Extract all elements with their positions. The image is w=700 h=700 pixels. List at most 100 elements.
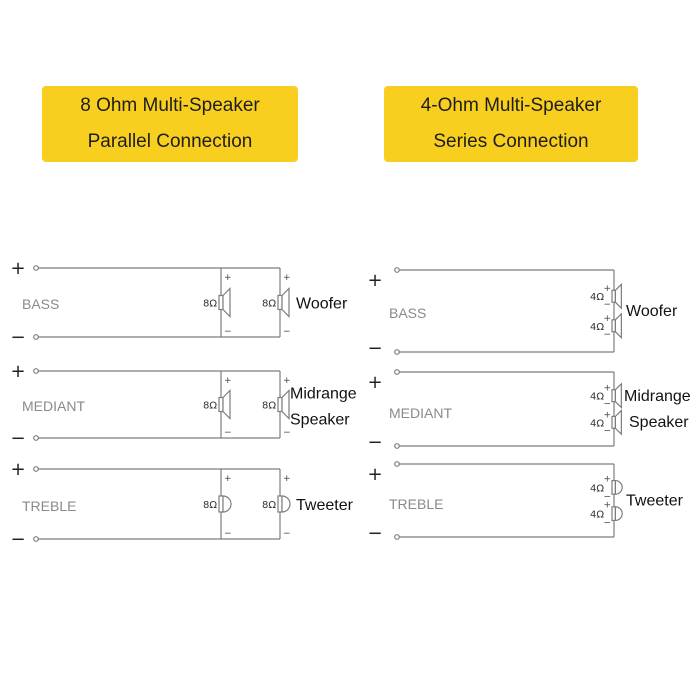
series-mediant-speaker-2-cone-icon	[611, 408, 622, 436]
parallel-treble-speaker-1-minus-mark: −	[224, 529, 232, 539]
parallel-mediant-speaker-1-cone-icon-cone	[222, 389, 231, 420]
parallel-treble-speaker-2-plus-mark: +	[283, 474, 291, 484]
parallel-mediant-speaker-1-impedance: 8Ω	[203, 401, 217, 412]
parallel-treble-speaker-2-tweeter-icon-dome	[281, 495, 291, 513]
parallel-bass-speaker-label: Woofer	[296, 296, 348, 313]
series-treble-plus-terminal	[394, 461, 400, 467]
series-mediant-speaker-1-cone-icon	[611, 382, 622, 410]
series-title-box: 4-Ohm Multi-Speaker Series Connection	[384, 86, 638, 162]
parallel-bass-plus-terminal	[33, 265, 39, 271]
parallel-treble-speaker-2-tweeter-icon	[277, 495, 291, 513]
series-treble-speaker-1-minus-mark: −	[603, 492, 611, 502]
parallel-mediant-speaker-label-2: Speaker	[290, 412, 350, 429]
parallel-mediant-speaker-2-impedance: 8Ω	[262, 401, 276, 412]
parallel-mediant-speaker-2-plus-mark: +	[283, 376, 291, 386]
parallel-title-box: 8 Ohm Multi-Speaker Parallel Connection	[42, 86, 298, 162]
series-mediant-minus-sign: −	[367, 432, 382, 453]
parallel-bass-speaker-2-cone-icon-cone	[281, 287, 290, 318]
parallel-treble-speaker-1-plus-mark: +	[224, 474, 232, 484]
series-mediant-speaker-label-1: Midrange	[624, 388, 691, 405]
series-bass-band-label: BASS	[389, 305, 426, 321]
series-mediant-speaker-2-impedance: 4Ω	[590, 418, 604, 429]
parallel-treble-minus-terminal	[33, 536, 39, 542]
series-treble-speaker-2-impedance: 4Ω	[590, 510, 604, 521]
series-bass-speaker-label: Woofer	[626, 303, 678, 320]
parallel-bass-band-label: BASS	[22, 296, 59, 312]
parallel-bass-speaker-1-cone-icon	[218, 287, 231, 318]
series-bass-speaker-1-cone-icon-cone	[614, 282, 622, 310]
parallel-treble-speaker-1-tweeter-icon-dome	[222, 495, 232, 513]
series-treble-speaker-2-minus-mark: −	[603, 519, 611, 529]
parallel-mediant-band-label: MEDIANT	[22, 398, 85, 414]
parallel-bass-plus-sign: +	[10, 258, 25, 279]
series-bass-speaker-2-cone-icon	[611, 312, 622, 340]
series-bass-minus-terminal	[394, 349, 400, 355]
series-treble-speaker-1-tweeter-icon-dome	[614, 479, 623, 495]
parallel-treble-plus-sign: +	[10, 459, 25, 480]
series-bass-plus-sign: +	[367, 270, 382, 291]
parallel-treble-speaker-1-tweeter-icon	[218, 495, 232, 513]
series-bass-speaker-2-plus-mark: +	[603, 314, 611, 324]
series-bass-speaker-1-impedance: 4Ω	[590, 292, 604, 303]
parallel-bass-speaker-2-minus-mark: −	[283, 327, 291, 337]
parallel-treble-speaker-2-impedance: 8Ω	[262, 500, 276, 511]
parallel-mediant-plus-sign: +	[10, 361, 25, 382]
parallel-bass-minus-terminal	[33, 334, 39, 340]
series-bass-speaker-1-minus-mark: −	[603, 300, 611, 310]
series-bass-speaker-2-cone-icon-cone	[614, 312, 622, 340]
series-mediant-speaker-2-cone-icon-cone	[614, 408, 622, 436]
parallel-treble-speaker-label: Tweeter	[296, 497, 354, 514]
parallel-treble-plus-terminal	[33, 466, 39, 472]
series-bass-plus-terminal	[394, 267, 400, 273]
parallel-mediant-speaker-1-minus-mark: −	[224, 428, 232, 438]
series-mediant-minus-terminal	[394, 443, 400, 449]
series-treble-speaker-2-tweeter-icon-dome	[614, 506, 623, 522]
parallel-mediant-minus-terminal	[33, 435, 39, 441]
parallel-bass-speaker-2-plus-mark: +	[283, 273, 291, 283]
parallel-bass-speaker-1-impedance: 8Ω	[203, 299, 217, 310]
series-treble-speaker-1-tweeter-icon	[611, 479, 623, 495]
parallel-mediant-speaker-1-plus-mark: +	[224, 376, 232, 386]
series-treble-minus-sign: −	[367, 523, 382, 544]
series-mediant-plus-terminal	[394, 369, 400, 375]
parallel-title-line2: Parallel Connection	[87, 131, 253, 152]
parallel-bass-minus-sign: −	[10, 327, 25, 348]
parallel-mediant-speaker-2-minus-mark: −	[283, 428, 291, 438]
series-bass-speaker-2-minus-mark: −	[603, 330, 611, 340]
series-mediant-speaker-label-2: Speaker	[629, 414, 689, 431]
series-treble-speaker-2-tweeter-icon	[611, 506, 623, 522]
series-treble-speaker-label: Tweeter	[626, 493, 684, 510]
parallel-mediant-plus-terminal	[33, 368, 39, 374]
parallel-treble-band-label: TREBLE	[22, 498, 76, 514]
series-bass-minus-sign: −	[367, 338, 382, 359]
series-bass-speaker-2-impedance: 4Ω	[590, 322, 604, 333]
series-bass-speaker-1-cone-icon	[611, 282, 622, 310]
series-mediant-speaker-1-minus-mark: −	[603, 400, 611, 410]
series-mediant-speaker-2-plus-mark: +	[603, 410, 611, 420]
parallel-bass-speaker-1-plus-mark: +	[224, 273, 232, 283]
series-mediant-speaker-1-plus-mark: +	[603, 384, 611, 394]
parallel-title-line1: 8 Ohm Multi-Speaker	[80, 95, 260, 116]
parallel-bass-speaker-2-cone-icon	[277, 287, 290, 318]
parallel-bass-speaker-2-impedance: 8Ω	[262, 299, 276, 310]
parallel-treble-minus-sign: −	[10, 529, 25, 550]
series-title-line1: 4-Ohm Multi-Speaker	[420, 95, 602, 116]
parallel-mediant-speaker-label-1: Midrange	[290, 386, 357, 403]
series-treble-plus-sign: +	[367, 464, 382, 485]
parallel-bass-speaker-1-minus-mark: −	[224, 327, 232, 337]
parallel-mediant-speaker-2-cone-icon-cone	[281, 389, 290, 420]
series-treble-speaker-1-impedance: 4Ω	[590, 483, 604, 494]
series-mediant-speaker-1-impedance: 4Ω	[590, 392, 604, 403]
series-treble-speaker-1-plus-mark: +	[603, 474, 611, 484]
parallel-mediant-speaker-2-cone-icon	[277, 389, 290, 420]
series-mediant-band-label: MEDIANT	[389, 405, 452, 421]
series-bass-speaker-1-plus-mark: +	[603, 284, 611, 294]
parallel-bass-speaker-1-cone-icon-cone	[222, 287, 231, 318]
series-title-line2: Series Connection	[433, 131, 589, 152]
parallel-treble-speaker-2-minus-mark: −	[283, 529, 291, 539]
series-mediant-speaker-2-minus-mark: −	[603, 426, 611, 436]
parallel-mediant-minus-sign: −	[10, 428, 25, 449]
parallel-mediant-speaker-1-cone-icon	[218, 389, 231, 420]
series-treble-speaker-2-plus-mark: +	[603, 501, 611, 511]
